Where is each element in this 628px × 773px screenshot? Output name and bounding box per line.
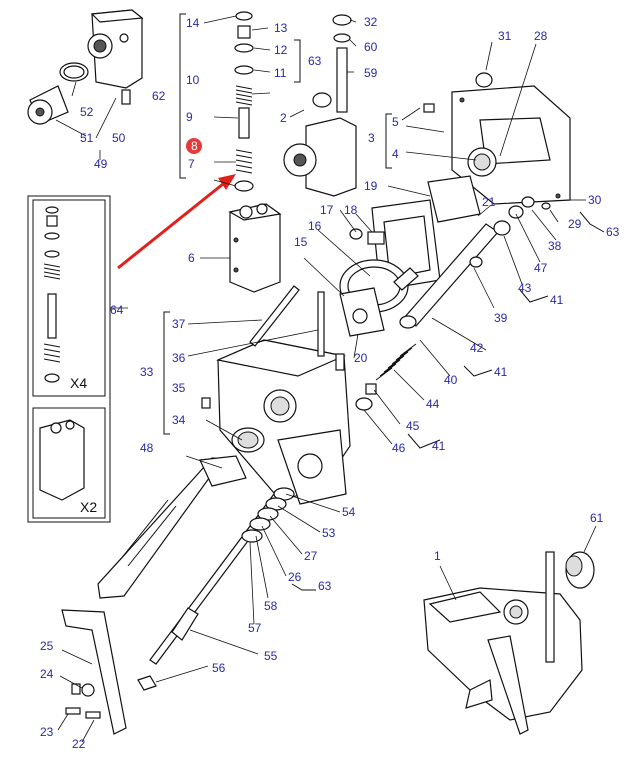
label-39: 39 <box>494 311 508 325</box>
label-33: 33 <box>140 365 154 379</box>
bracket-33 <box>163 311 170 435</box>
inset-x4-label: X4 <box>70 375 87 391</box>
label-63-c: 63 <box>318 579 332 593</box>
main-housing-33 <box>201 285 351 505</box>
label-11: 11 <box>274 66 287 80</box>
label-7: 7 <box>188 157 195 171</box>
label-62: 62 <box>152 89 166 103</box>
valve-block-6 <box>228 203 282 293</box>
connector-block-2 <box>283 117 357 197</box>
highlight-marker-8 <box>186 138 202 154</box>
label-17: 17 <box>320 203 334 217</box>
lever-25 <box>61 609 127 735</box>
bracket-63c <box>291 583 316 591</box>
label-54: 54 <box>342 505 356 519</box>
label-64: 64 <box>110 303 124 317</box>
shaft-48 <box>97 455 247 599</box>
label-19: 19 <box>364 179 378 193</box>
label-23: 23 <box>40 725 54 739</box>
label-45: 45 <box>406 419 420 433</box>
complete-unit-1 <box>423 551 595 735</box>
cam-link-assembly <box>339 175 535 337</box>
label-30: 30 <box>588 193 602 207</box>
bracket-63b <box>579 211 605 233</box>
inset-x2-label: X2 <box>80 499 97 515</box>
label-29: 29 <box>568 217 582 231</box>
label-2: 2 <box>280 111 287 125</box>
highlight-arrow <box>117 174 236 270</box>
label-63-a: 63 <box>308 54 322 68</box>
label-63-b: 63 <box>606 225 620 239</box>
label-51: 51 <box>80 131 94 145</box>
bracket-63a <box>294 39 301 83</box>
label-43: 43 <box>518 281 532 295</box>
inset-64: X4 X2 <box>27 195 111 523</box>
label-50: 50 <box>112 131 126 145</box>
label-47: 47 <box>534 261 548 275</box>
label-1: 1 <box>434 549 441 563</box>
label-41-c: 41 <box>432 439 446 453</box>
part-labels: 14 13 12 11 63 10 62 9 8 7 6 32 60 59 2 … <box>40 15 620 751</box>
bracket-3-4 <box>385 113 392 169</box>
label-46: 46 <box>392 441 406 455</box>
spool-59 <box>312 14 352 113</box>
label-34: 34 <box>172 413 186 427</box>
label-41-a: 41 <box>550 293 564 307</box>
label-3: 3 <box>368 131 375 145</box>
label-14: 14 <box>186 16 200 30</box>
label-32: 32 <box>364 15 378 29</box>
label-27: 27 <box>304 549 318 563</box>
label-61: 61 <box>590 511 604 525</box>
piston-stack <box>234 11 254 192</box>
label-37: 37 <box>172 317 186 331</box>
label-21: 21 <box>482 195 496 209</box>
label-40: 40 <box>444 373 458 387</box>
label-9: 9 <box>186 110 193 124</box>
leader-lines <box>55 15 597 743</box>
label-44: 44 <box>426 397 440 411</box>
label-38: 38 <box>548 239 562 253</box>
label-49: 49 <box>94 157 108 171</box>
label-36: 36 <box>172 351 186 365</box>
label-24: 24 <box>40 667 54 681</box>
label-35: 35 <box>172 381 186 395</box>
label-15: 15 <box>294 235 308 249</box>
label-4: 4 <box>392 147 399 161</box>
bracket-41a <box>519 289 549 303</box>
label-10: 10 <box>186 73 200 87</box>
cover-plate-3 <box>451 72 571 205</box>
label-56: 56 <box>212 661 226 675</box>
bracket-41b <box>463 365 493 377</box>
label-48: 48 <box>140 441 154 455</box>
valve-housing-assembly <box>27 9 144 125</box>
label-25: 25 <box>40 639 54 653</box>
label-18: 18 <box>344 203 358 217</box>
label-12: 12 <box>274 43 288 57</box>
bracket-62 <box>179 13 186 179</box>
label-28: 28 <box>534 29 548 43</box>
label-13: 13 <box>274 21 288 35</box>
label-59: 59 <box>364 66 378 80</box>
label-53: 53 <box>322 526 336 540</box>
label-5: 5 <box>392 115 399 129</box>
label-8: 8 <box>191 139 198 153</box>
label-60: 60 <box>364 40 378 54</box>
rod-55 <box>137 487 295 691</box>
label-55: 55 <box>264 649 278 663</box>
label-41-b: 41 <box>494 365 508 379</box>
label-42: 42 <box>470 341 484 355</box>
label-52: 52 <box>80 105 94 119</box>
label-16: 16 <box>308 219 322 233</box>
label-58: 58 <box>264 599 278 613</box>
spring-44 <box>355 343 417 411</box>
label-31: 31 <box>498 29 512 43</box>
label-6: 6 <box>188 251 195 265</box>
label-57: 57 <box>248 621 262 635</box>
label-20: 20 <box>354 351 368 365</box>
label-26: 26 <box>288 570 302 584</box>
bracket-41c <box>407 433 441 449</box>
label-22: 22 <box>72 737 86 751</box>
